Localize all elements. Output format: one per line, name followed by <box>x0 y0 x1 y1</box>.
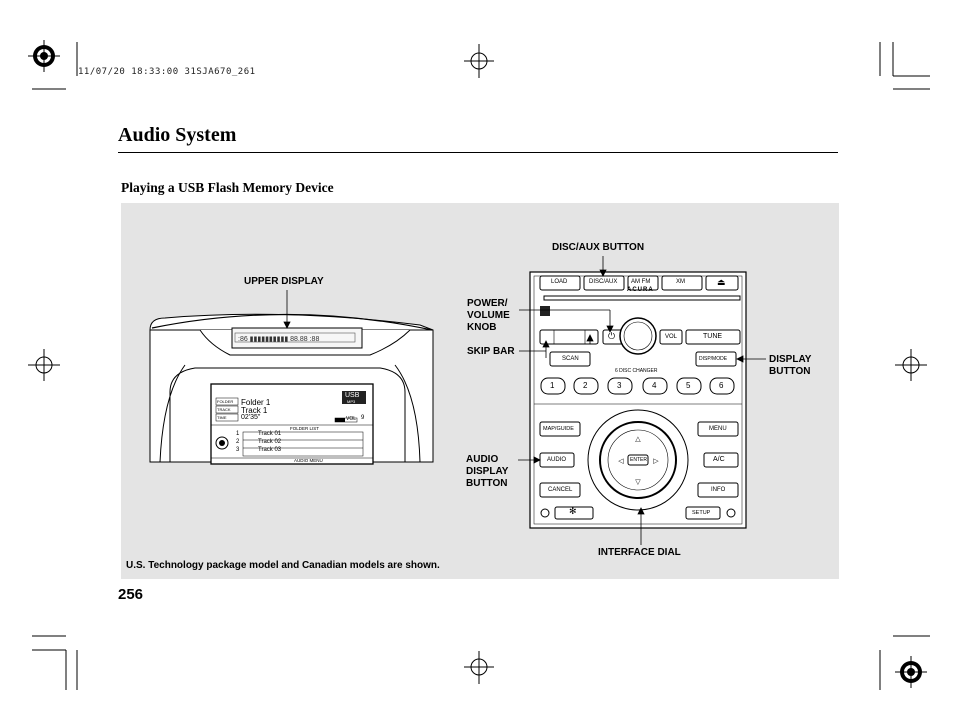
setup-label: SETUP <box>692 510 711 516</box>
print-id: 11/07/20 18:33:00 31SJA670_261 <box>78 67 256 77</box>
tune-button[interactable] <box>685 329 741 345</box>
am-fm-button[interactable] <box>627 275 659 291</box>
callout-interface-dial: INTERFACE DIAL <box>598 547 681 558</box>
preset-label-6: 6 <box>719 381 724 390</box>
preset-button-2[interactable] <box>573 377 599 395</box>
callout-disc-aux-button: DISC/AUX BUTTON <box>552 242 645 253</box>
callout-upper-display: UPPER DISPLAY <box>244 276 324 287</box>
folder-value: Folder 1 <box>241 398 271 407</box>
audio-label: AUDIO <box>547 457 567 463</box>
callout-power-volume-knob: POWER/ VOLUME KNOB <box>467 298 510 333</box>
track-row-3-num: 3 <box>236 447 240 453</box>
callout-leaders <box>283 256 766 545</box>
xm-button[interactable] <box>661 275 703 291</box>
menu-label: MENU <box>709 426 727 432</box>
preset-button-3[interactable] <box>607 377 633 395</box>
page-title: Audio System <box>118 124 237 146</box>
brand-logo: ACURA <box>627 287 654 293</box>
scan-label: SCAN <box>562 356 579 362</box>
dial-right-icon: ▷ <box>653 458 659 465</box>
track-tab: TRACK <box>217 407 231 412</box>
cancel-button[interactable] <box>539 482 581 498</box>
enter-button[interactable] <box>627 454 649 466</box>
ac-button[interactable] <box>703 452 739 468</box>
dial-down-icon: ▽ <box>635 479 641 486</box>
page-number: 256 <box>118 586 144 603</box>
folder-list-label: FOLDER LIST <box>290 426 320 431</box>
tune-label: TUNE <box>703 333 723 340</box>
track-value: Track 1 <box>241 406 268 415</box>
dial-left-icon: ◁ <box>618 458 624 465</box>
track-row-1-num: 1 <box>236 431 240 437</box>
xm-label: XM <box>676 279 685 285</box>
vol-button-label: VOL <box>665 334 678 340</box>
time-value: 02'35" <box>241 414 261 421</box>
title-rule <box>118 152 838 153</box>
track-row-1-name[interactable]: Track 01 <box>258 431 282 437</box>
map-guide-label: MAP/GUIDE <box>543 426 574 432</box>
preset-button-5[interactable] <box>676 377 702 395</box>
subheading: Playing a USB Flash Memory Device <box>121 180 334 195</box>
disc-changer-label: 6 DISC CHANGER <box>615 368 658 374</box>
disc-aux-button[interactable] <box>583 275 625 291</box>
load-label: LOAD <box>551 279 568 285</box>
disc-aux-label: DISC/AUX <box>589 279 618 285</box>
track-row-2-name[interactable]: Track 02 <box>258 439 282 445</box>
ac-label: A/C <box>713 456 725 463</box>
menu-button[interactable] <box>697 421 739 437</box>
preset-label-4: 4 <box>652 381 657 390</box>
preset-button-1[interactable] <box>540 377 566 395</box>
audio-menu-label: AUDIO MENU <box>294 458 323 463</box>
track-row-3-name[interactable]: Track 03 <box>258 447 282 453</box>
crosshair-right <box>895 349 927 381</box>
callout-audio-display-button: AUDIO DISPLAY BUTTON <box>466 454 509 489</box>
crosshair-top <box>464 44 494 78</box>
map-guide-button[interactable] <box>539 421 581 437</box>
power-icon: ⏻ <box>608 331 616 341</box>
control-panel-drawing: △ ▽ ◁ ▷ <box>529 271 747 529</box>
load-button[interactable] <box>539 275 581 291</box>
track-row-2-num: 2 <box>236 439 240 445</box>
figure-caption: U.S. Technology package model and Canadi… <box>126 560 440 571</box>
dashboard-drawing: :86 ▮▮▮▮▮▮▮▮▮▮ 88.88 :88 <box>149 313 434 465</box>
callout-skip-bar: SKIP BAR <box>467 346 515 357</box>
format-badge: MP3 <box>347 399 356 404</box>
enter-label: ENTER <box>630 457 647 463</box>
am-fm-label: AM FM <box>631 279 651 285</box>
preset-button-4[interactable] <box>642 377 668 395</box>
eject-button[interactable] <box>705 275 739 291</box>
preset-button-6[interactable] <box>709 377 735 395</box>
disp-mode-label: DISP/MODE <box>699 356 728 362</box>
fan-icon: ✻ <box>569 506 577 516</box>
preset-label-2: 2 <box>583 381 588 390</box>
crosshair-left <box>28 349 60 381</box>
scan-button[interactable] <box>549 351 591 367</box>
preset-label-1: 1 <box>550 381 555 390</box>
registration-mark-top-left <box>28 40 60 72</box>
power-volume-knob[interactable] <box>619 317 657 355</box>
folder-tab: FOLDER <box>217 399 234 404</box>
eject-icon: ⏏ <box>717 277 726 287</box>
svg-text::86 ▮▮▮▮▮▮▮▮▮▮ 88.88 :88: :86 ▮▮▮▮▮▮▮▮▮▮ 88.88 :88 <box>238 336 319 343</box>
vol-label: VOL <box>346 416 357 422</box>
info-button[interactable] <box>697 482 739 498</box>
preset-buttons <box>540 377 735 395</box>
vol-button[interactable] <box>659 329 683 345</box>
preset-label-3: 3 <box>617 381 622 390</box>
dial-up-icon: △ <box>635 436 641 443</box>
cancel-label: CANCEL <box>548 487 573 493</box>
disp-mode-button[interactable] <box>695 351 737 367</box>
setup-button[interactable] <box>685 506 721 520</box>
callout-display-button: DISPLAY BUTTON <box>769 354 812 377</box>
fan-button[interactable] <box>554 506 594 520</box>
info-label: INFO <box>711 487 726 493</box>
crosshair-bottom <box>464 651 494 684</box>
source-badge: USB <box>345 392 360 399</box>
vol-value: 9 <box>361 415 365 421</box>
time-tab: TIME <box>217 415 227 420</box>
registration-mark-bottom-right <box>895 656 927 688</box>
preset-label-5: 5 <box>686 381 691 390</box>
